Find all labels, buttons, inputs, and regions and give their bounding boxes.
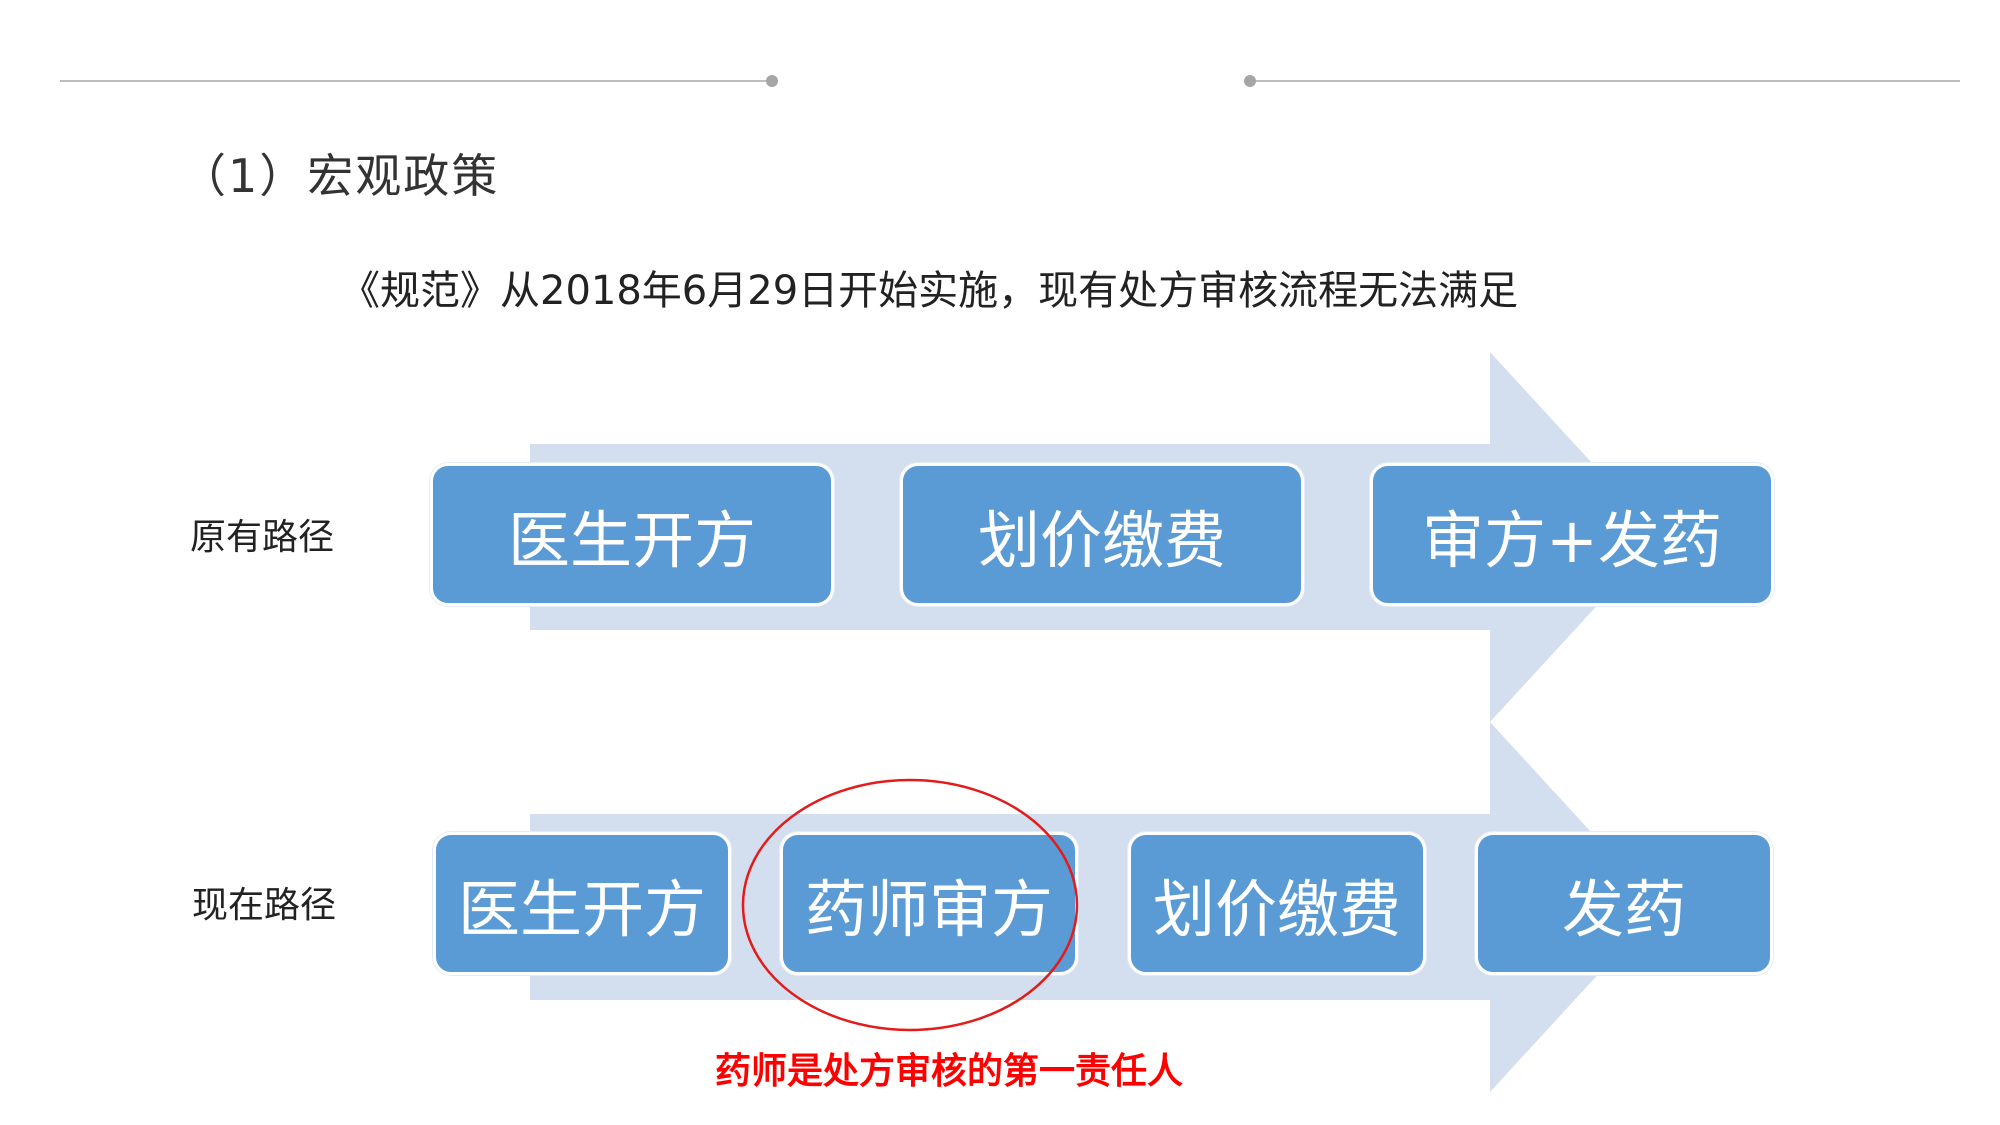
- header-rule-right: [1250, 80, 1960, 82]
- highlight-note: 药师是处方审核的第一责任人: [715, 1051, 1184, 1092]
- row-label-current: 现在路径: [192, 885, 337, 926]
- step-doctor-prescribe: 医生开方: [430, 463, 834, 606]
- subtitle: 《规范》从2018年6月29日开始实施，现有处方审核流程无法满足: [340, 268, 1519, 314]
- step-pricing-payment-current: 划价缴费: [1128, 832, 1426, 975]
- step-review-dispense: 审方+发药: [1370, 463, 1774, 606]
- step-doctor-prescribe-current: 医生开方: [433, 832, 731, 975]
- header-rule-left-dot: [766, 75, 778, 87]
- process-arrow-current-shape: [530, 722, 1660, 1092]
- header-rule-left: [60, 80, 772, 82]
- step-pricing-payment: 划价缴费: [900, 463, 1304, 606]
- section-title: （1）宏观政策: [180, 149, 500, 203]
- highlight-ring: [741, 778, 1079, 1032]
- step-pharmacist-review: 药师审方: [780, 832, 1078, 975]
- row-label-original: 原有路径: [190, 517, 335, 558]
- step-dispense: 发药: [1475, 832, 1773, 975]
- header-rule-right-dot: [1244, 75, 1256, 87]
